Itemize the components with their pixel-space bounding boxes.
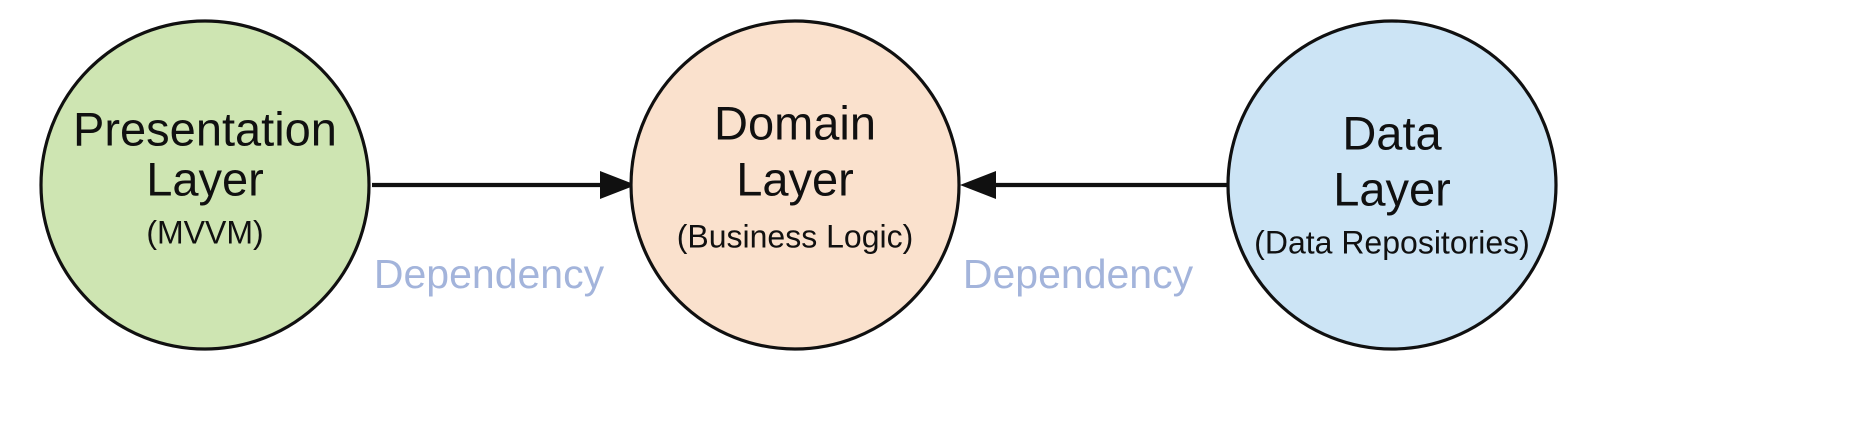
- node-presentation-layer-title-line1: Presentation: [73, 102, 337, 155]
- edge-data-to-domain[interactable]: Dependency: [960, 171, 1228, 297]
- arrowhead-left-icon: [960, 171, 996, 199]
- node-data-layer-subtitle: (Data Repositories): [1254, 224, 1530, 260]
- node-domain-layer[interactable]: Domain Layer (Business Logic): [629, 19, 961, 351]
- node-domain-layer-title-line2: Layer: [736, 152, 854, 205]
- node-data-layer-title-line1: Data: [1342, 106, 1442, 159]
- edge-presentation-to-domain[interactable]: Dependency: [372, 171, 636, 297]
- node-data-layer-title-line2: Layer: [1333, 162, 1451, 215]
- node-domain-layer-circle: [629, 19, 961, 351]
- arrowhead-right-icon: [600, 171, 636, 199]
- node-presentation-layer[interactable]: Presentation Layer (MVVM): [39, 19, 371, 351]
- node-domain-layer-subtitle: (Business Logic): [677, 218, 914, 254]
- edge-label-presentation-to-domain: Dependency: [374, 251, 605, 297]
- node-presentation-layer-subtitle: (MVVM): [146, 214, 263, 250]
- node-domain-layer-title-line1: Domain: [714, 96, 876, 149]
- node-presentation-layer-title-line2: Layer: [146, 152, 264, 205]
- node-presentation-layer-circle: [39, 19, 371, 351]
- node-data-layer-circle: [1226, 19, 1558, 351]
- node-data-layer[interactable]: Data Layer (Data Repositories): [1226, 19, 1558, 351]
- edge-label-data-to-domain: Dependency: [963, 251, 1194, 297]
